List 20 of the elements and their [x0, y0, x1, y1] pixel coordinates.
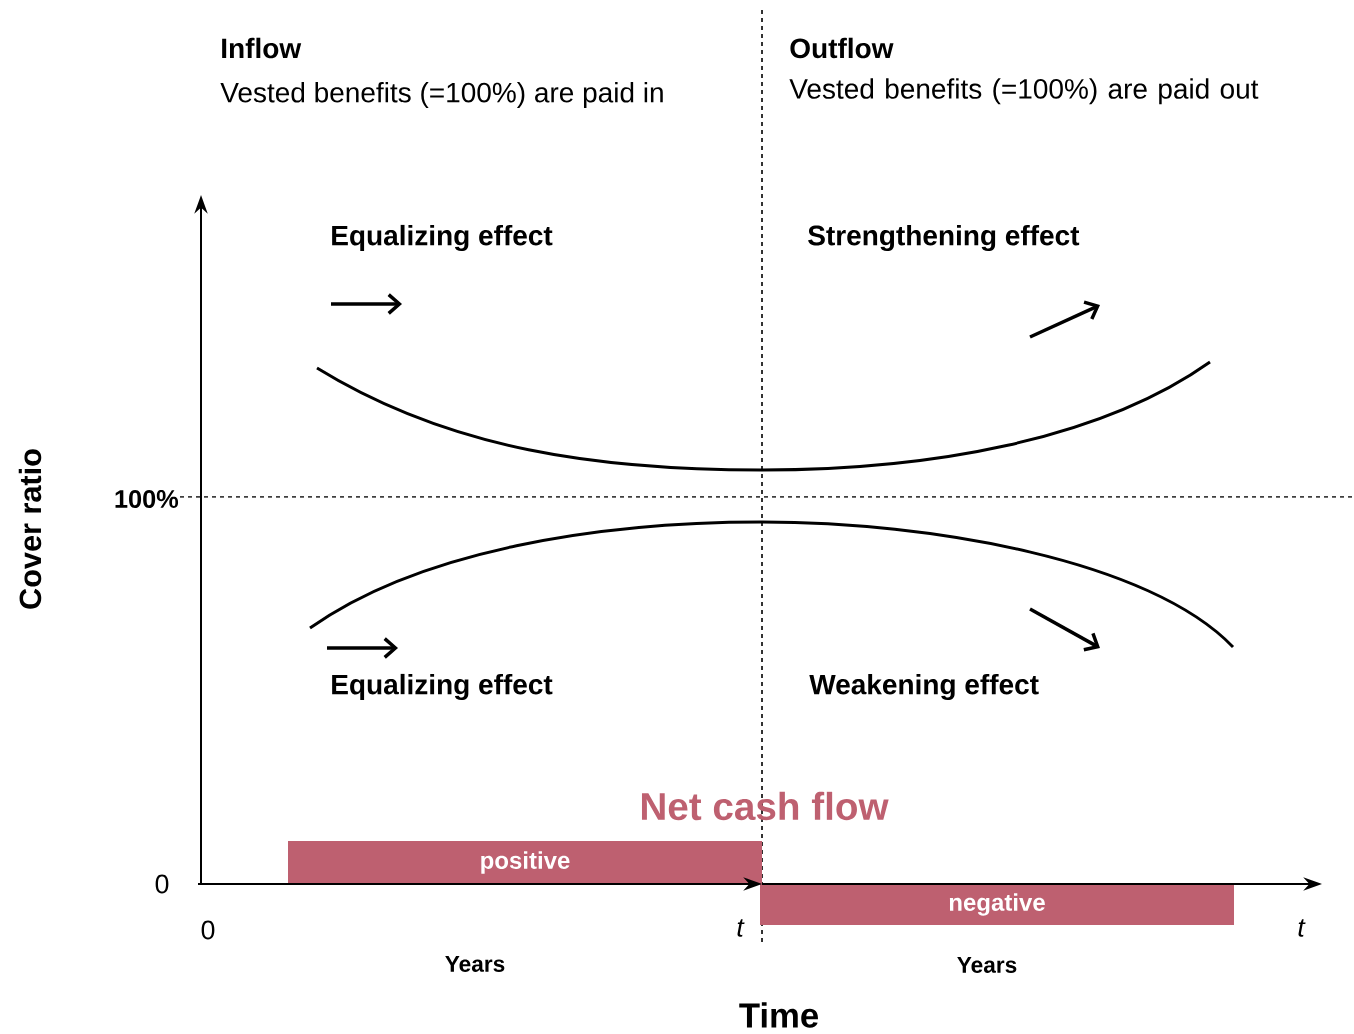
tick-label: 100%: [115, 490, 179, 508]
description-text: Vested benefits (=100%) are paid out: [789, 78, 1259, 105]
axis-label: Years: [957, 957, 1017, 973]
axis-label: Years: [445, 956, 505, 972]
effect-label: Weakening effect: [809, 673, 1039, 701]
axis-title: Cover ratio: [18, 449, 42, 609]
effect-label: Equalizing effect: [332, 673, 553, 701]
tick-label: t: [1298, 919, 1306, 937]
description-text: Vested benefits (=100%) are paid in: [220, 81, 663, 109]
heading: Inflow: [222, 37, 302, 59]
axis-title: Time: [739, 1002, 818, 1028]
tick-label: 0: [201, 920, 215, 940]
tick-label: 0: [155, 874, 169, 894]
cash-flow-bar: positive: [288, 841, 762, 884]
effect-label: Strengthening effect: [808, 224, 1080, 252]
chart-title: Net cash flow: [642, 791, 889, 821]
heading: Outflow: [790, 37, 894, 59]
cash-flow-bar: negative: [760, 884, 1234, 925]
effect-label: Equalizing effect: [332, 224, 553, 252]
tick-label: t: [737, 919, 745, 937]
